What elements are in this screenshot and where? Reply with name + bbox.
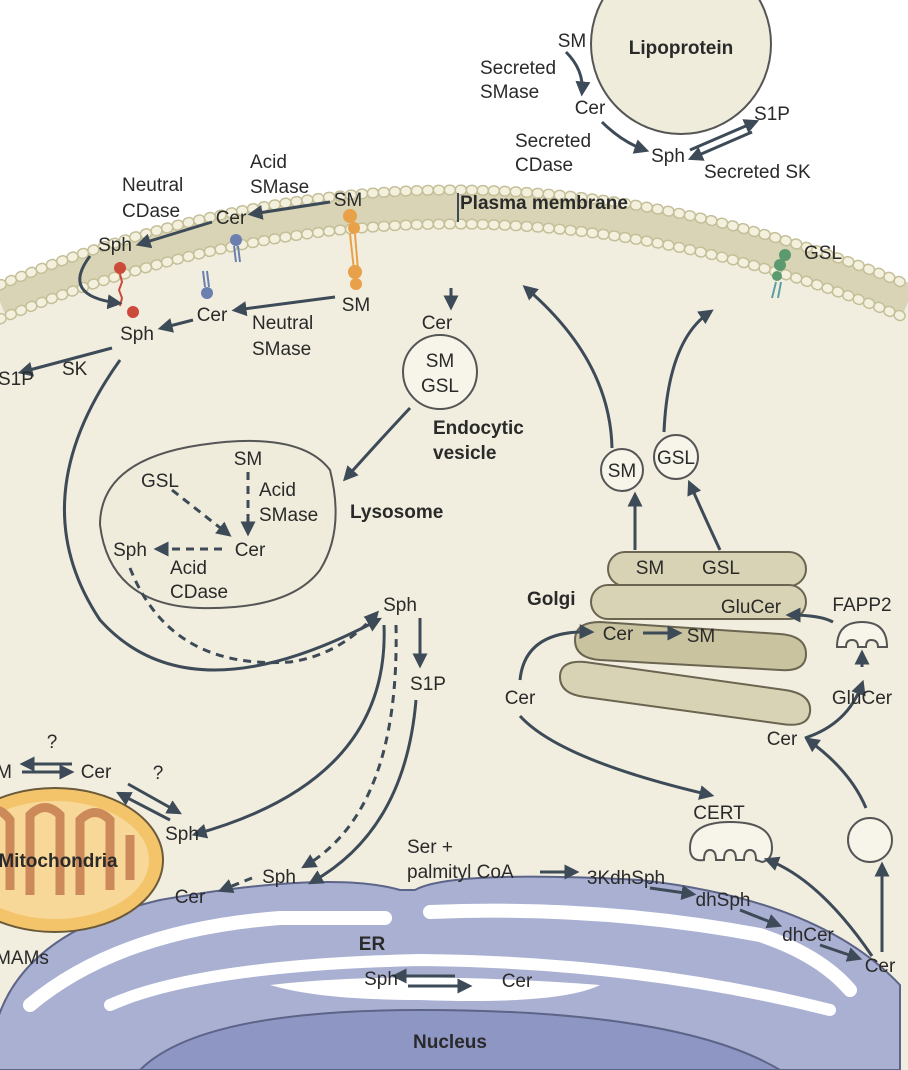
endocytic-vesicle-label: Endocytic bbox=[433, 418, 524, 439]
mitochondria-organelle bbox=[0, 787, 164, 933]
pathway-arrows bbox=[17, 50, 890, 994]
er-to-golgi-vesicle bbox=[847, 817, 893, 863]
gsl-transport-vesicle bbox=[653, 434, 699, 480]
secreted-cdase-label: Secreted bbox=[515, 131, 591, 152]
neutral-cdase-label-2: CDase bbox=[122, 201, 180, 222]
sm-transport-vesicle bbox=[600, 448, 644, 492]
sph-lysosome-label: Sph bbox=[113, 540, 147, 561]
sm-lipoprotein-label: SM bbox=[558, 31, 587, 52]
glucer-right-label: GluCer bbox=[832, 688, 893, 709]
sm-golgi-2-label: SM bbox=[687, 626, 716, 647]
m-fragment-label: M bbox=[0, 762, 12, 783]
cert-label: CERT bbox=[693, 803, 745, 824]
acid-cdase-label: Acid bbox=[170, 558, 207, 579]
nucleus-body bbox=[137, 1008, 784, 1070]
golgi-label: Golgi bbox=[527, 589, 576, 610]
gsl-lysosome-label: GSL bbox=[141, 471, 179, 492]
gsl-golgi-vesicle-label: GSL bbox=[657, 448, 695, 469]
neutral-smase-label: Neutral bbox=[252, 313, 313, 334]
sph-lipoprotein-label: Sph bbox=[651, 146, 685, 167]
neutral-smase-label-2: SMase bbox=[252, 339, 311, 360]
acid-smase-pm-label: Acid bbox=[250, 152, 287, 173]
s1p-lipoprotein-label: S1P bbox=[754, 104, 790, 125]
sph-er-label: Sph bbox=[262, 867, 296, 888]
nucleus-label: Nucleus bbox=[413, 1032, 487, 1053]
cer-nucleus-label: Cer bbox=[502, 971, 533, 992]
membrane-lipids bbox=[114, 209, 791, 318]
fapp2-protein-icon bbox=[835, 620, 889, 648]
sph-outer-label: Sph bbox=[98, 235, 132, 256]
er-lumen-band-2 bbox=[104, 953, 836, 1016]
cer-inner-label: Cer bbox=[197, 305, 228, 326]
ser-label: Ser + bbox=[407, 837, 453, 858]
glucer-golgi-label: GluCer bbox=[721, 597, 782, 618]
golgi-apparatus bbox=[558, 551, 812, 726]
s1p-mid-label: S1P bbox=[410, 674, 446, 695]
cer-lipid-icon bbox=[201, 234, 242, 299]
cert-protein-icon bbox=[688, 820, 774, 864]
question-mark-2: ? bbox=[153, 763, 164, 784]
acid-cdase-label-2: CDase bbox=[170, 582, 228, 603]
lipoprotein-label: Lipoprotein bbox=[629, 38, 733, 59]
sph-mitochondria-label: Sph bbox=[165, 824, 199, 845]
cer-right-label: Cer bbox=[767, 729, 798, 750]
neutral-cdase-label: Neutral bbox=[122, 175, 183, 196]
cer-er-left-label: Cer bbox=[175, 887, 206, 908]
dhsph-label: dhSph bbox=[696, 890, 751, 911]
plasma-membrane-label: Plasma membrane bbox=[460, 193, 628, 214]
sph-inner-label: Sph bbox=[120, 324, 154, 345]
cer-mitochondria-label: Cer bbox=[81, 762, 112, 783]
s1p-left-label: S1P bbox=[0, 369, 34, 390]
sm-golgi-label: SM bbox=[636, 558, 665, 579]
cer-lysosome-label: Cer bbox=[235, 540, 266, 561]
acid-smase-pm-label-2: SMase bbox=[250, 177, 309, 198]
sph-mid-label: Sph bbox=[383, 595, 417, 616]
cer-golgi-label: Cer bbox=[603, 624, 634, 645]
secreted-cdase-label-2: CDase bbox=[515, 155, 573, 176]
cer-outer-label: Cer bbox=[216, 208, 247, 229]
diagram-labels: Lipoprotein SM Secreted SMase Cer Secret… bbox=[0, 31, 896, 1053]
sm-lipid-icon bbox=[343, 209, 362, 290]
sm-vesicle-label: SM bbox=[426, 351, 455, 372]
cer-er-right-label: Cer bbox=[865, 956, 896, 977]
question-mark-1: ? bbox=[47, 732, 58, 753]
dhcer-label: dhCer bbox=[782, 925, 834, 946]
sm-inner-label: SM bbox=[342, 295, 371, 316]
acid-smase-lysosome-label: Acid bbox=[259, 480, 296, 501]
sph-nucleus-label: Sph bbox=[364, 969, 398, 990]
secreted-smase-label: Secreted bbox=[480, 58, 556, 79]
endocytic-vesicle-label-2: vesicle bbox=[433, 443, 496, 464]
palmityl-coa-label: palmityl CoA bbox=[407, 862, 514, 883]
cytoplasm bbox=[0, 205, 908, 1070]
lysosome-label: Lysosome bbox=[350, 502, 443, 523]
cer-left-golgi-label: Cer bbox=[505, 688, 536, 709]
mitochondria-label: Mitochondria bbox=[0, 851, 118, 872]
er-and-nucleus bbox=[0, 875, 901, 1070]
gsl-membrane-label: GSL bbox=[804, 243, 842, 264]
cer-endocytosis-label: Cer bbox=[422, 313, 453, 334]
sm-golgi-vesicle-label: SM bbox=[608, 461, 637, 482]
sm-lysosome-label: SM bbox=[234, 449, 263, 470]
cer-lipoprotein-label: Cer bbox=[575, 98, 606, 119]
sm-outer-label: SM bbox=[334, 190, 363, 211]
sk-label: SK bbox=[62, 359, 88, 380]
gsl-lipid-icon bbox=[771, 249, 791, 299]
gsl-vesicle-label: GSL bbox=[421, 376, 459, 397]
fapp2-label: FAPP2 bbox=[832, 595, 891, 616]
secreted-sk-label: Secreted SK bbox=[704, 162, 811, 183]
gsl-golgi-label: GSL bbox=[702, 558, 740, 579]
er-lumen-pocket bbox=[270, 977, 600, 1001]
3kdhsph-label: 3KdhSph bbox=[587, 868, 665, 889]
lipoprotein-particle bbox=[590, 0, 772, 135]
mams-label: MAMs bbox=[0, 948, 49, 969]
secreted-smase-label-2: SMase bbox=[480, 82, 539, 103]
er-label: ER bbox=[359, 934, 386, 955]
er-lumen-band-1 bbox=[23, 903, 857, 1012]
endocytic-vesicle bbox=[402, 334, 478, 410]
acid-smase-lysosome-label-2: SMase bbox=[259, 505, 318, 526]
